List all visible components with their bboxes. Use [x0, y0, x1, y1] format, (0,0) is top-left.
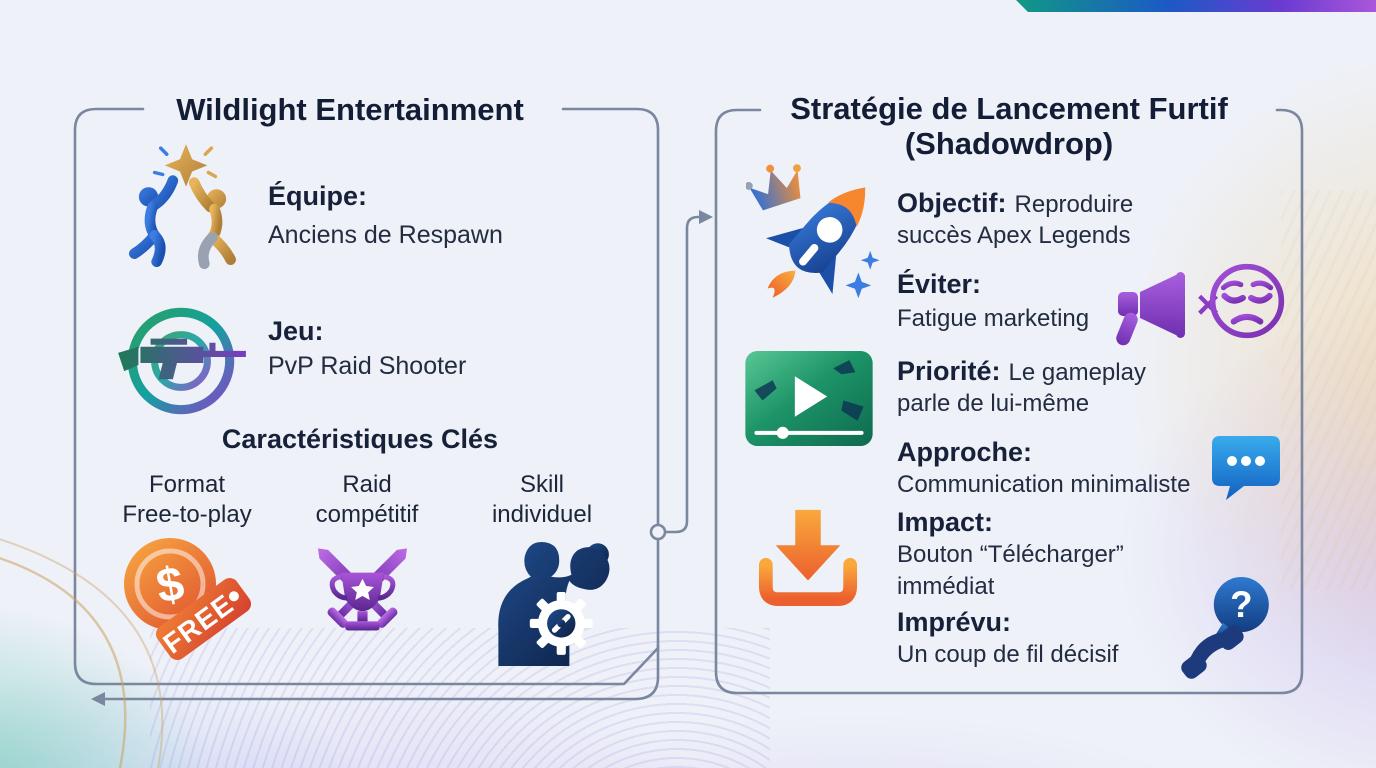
chat-bubble-icon	[1212, 436, 1280, 500]
equipe-value: Anciens de Respawn	[268, 221, 503, 249]
rocket-crown-icon	[746, 164, 880, 299]
phone-question-icon: ?	[1181, 577, 1269, 679]
approche-value: Communication minimaliste	[897, 471, 1191, 498]
download-icon	[758, 509, 858, 607]
equipe-label: Équipe:	[268, 181, 367, 211]
eviter-label: Éviter:	[897, 269, 982, 299]
left-panel-title: Wildlight Entertainment	[176, 92, 524, 127]
right-panel-title: Stratégie de Lancement Furtif (Shadowdro…	[790, 91, 1228, 161]
characteristics-title: Caractéristiques Clés	[221, 424, 499, 454]
priorite-line2: parle de lui-même	[897, 390, 1090, 417]
arrowhead-right	[699, 210, 713, 224]
jeu-label: Jeu:	[268, 316, 324, 346]
jeu-value: PvP Raid Shooter	[268, 352, 467, 380]
imprevu-value: Un coup de fil décisif	[897, 641, 1119, 668]
priorite-label: Priorité:	[897, 356, 1001, 386]
priorite-line1: Priorité:Le gameplay	[897, 356, 1146, 386]
connector-right-arrow-line	[663, 215, 704, 534]
team-highfive-icon	[128, 144, 236, 270]
gold-arc-1	[0, 557, 127, 768]
question-mark-glyph: ?	[1230, 584, 1252, 625]
approche-label: Approche:	[897, 437, 1032, 467]
col-format-label: Format Free-to-play	[122, 471, 252, 528]
impact-line1: Bouton “Télécharger”	[897, 541, 1124, 568]
left-panel-border	[73, 107, 660, 686]
eviter-value: Fatigue marketing	[897, 305, 1090, 332]
right-edge-texture	[1281, 190, 1376, 590]
free-price-tag-icon: $ FREE	[124, 538, 252, 660]
video-player-icon	[745, 351, 873, 446]
right-panel-border	[714, 108, 1304, 695]
impact-line2: immédiat	[897, 573, 995, 600]
crossed-swords-trophy-icon	[317, 548, 408, 631]
objectif-line2: succès Apex Legends	[897, 222, 1131, 249]
objectif-line1: Objectif:Reproduire	[897, 188, 1134, 218]
col-skill-label: Skill individuel	[491, 471, 593, 528]
imprevu-label: Imprévu:	[897, 607, 1012, 637]
crosshair-rifle-icon	[111, 291, 251, 431]
weary-face-icon	[1209, 263, 1285, 339]
muscle-gear-icon	[498, 542, 610, 666]
connector-left-arrow-line	[102, 644, 660, 701]
arrowhead-left	[91, 692, 105, 706]
impact-label: Impact:	[897, 507, 994, 537]
col-raid-label: Raid compétitif	[315, 471, 419, 528]
top-right-ribbon	[1016, 0, 1376, 12]
connector-node-circle	[649, 523, 667, 541]
objectif-label: Objectif:	[897, 188, 1007, 218]
